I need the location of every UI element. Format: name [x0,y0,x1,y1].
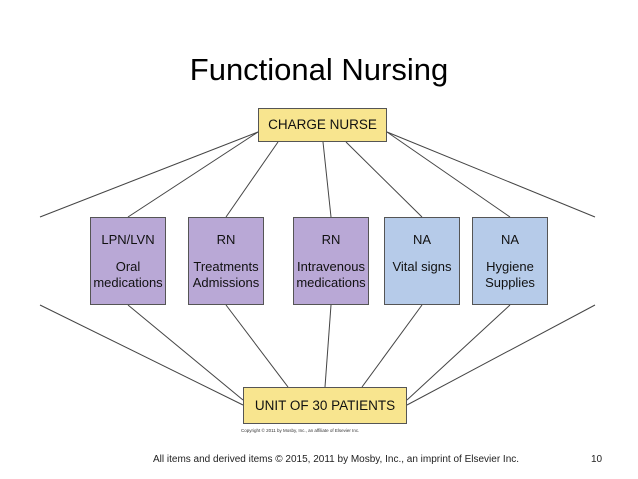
connector-rn2-to-unit [324,304,332,388]
connector-rn1-to-unit [225,304,289,388]
slide-footer: All items and derived items © 2015, 2011… [153,454,520,465]
role-title: RN [321,232,341,247]
unit-patients-box: UNIT OF 30 PATIENTS [243,387,407,424]
connector-charge-to-na2 [386,131,596,218]
page-number: 10 [591,454,603,465]
connector-charge-to-na1 [345,141,423,218]
role-title: NA [500,232,520,247]
charge-nurse-box: CHARGE NURSE [258,108,387,142]
connector-lpn-outer-to-unit [39,304,244,406]
connector-charge-to-lpn [39,131,259,218]
connector-na2-to-unit [406,304,511,401]
role-title: LPN/LVN [101,232,155,247]
role-box-na-vital-signs: NA Vital signs [384,217,460,305]
connector-charge-to-rn1 [225,141,279,218]
slide-title: Functional Nursing [189,52,449,87]
role-title: RN [216,232,236,247]
figure-copyright: Copyright © 2011 by Mosby, Inc., an affi… [241,428,360,433]
connector-na2-outer-to-unit [406,304,596,406]
connector-na1-to-unit [361,304,423,388]
role-title: NA [412,232,432,247]
connector-charge-to-lpn-b [127,131,259,218]
connector-charge-to-na2-b [386,131,511,218]
connector-charge-to-rn2 [322,141,332,218]
role-tasks: Vital signs [392,259,452,274]
connector-lpn-to-unit [127,304,244,401]
